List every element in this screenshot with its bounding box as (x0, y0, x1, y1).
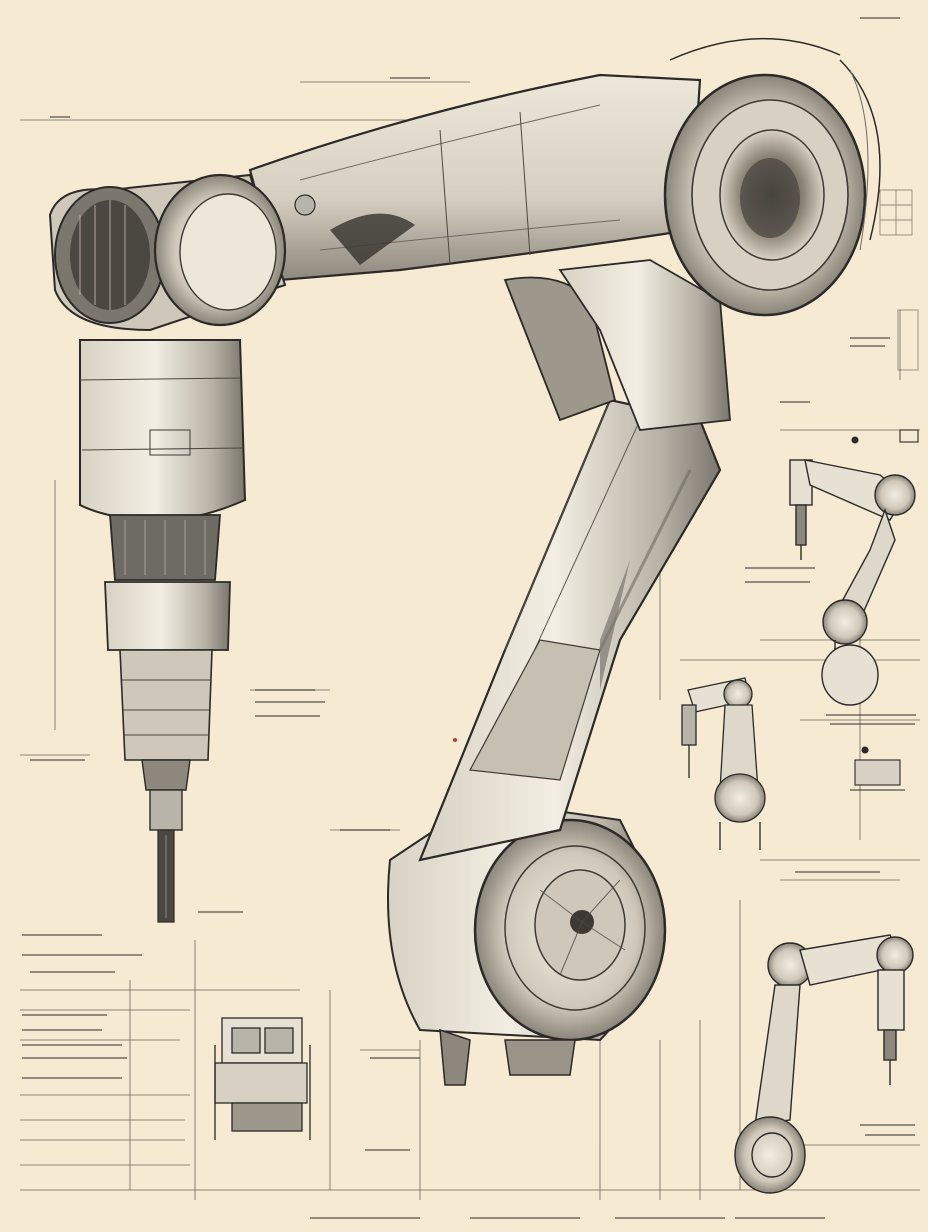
upper-arm (248, 73, 702, 282)
wrist-housing (79, 339, 247, 651)
red-accent-mark (453, 738, 457, 742)
detail-mark-right (850, 429, 919, 791)
mini-arm-middle-right (681, 677, 766, 850)
component-block-lower-left (214, 1017, 311, 1140)
grid-detail-upper-right (879, 189, 919, 371)
end-effector-tool (119, 649, 213, 923)
wrist-joint (48, 173, 287, 332)
mini-arm-lower-right (734, 934, 914, 1194)
mini-arm-upper-right (789, 459, 916, 706)
base-joint (387, 798, 667, 1086)
lower-arm (418, 398, 722, 862)
elbow-bracket (503, 259, 731, 431)
annotation-marks (22, 17, 916, 1219)
shoulder-joint (663, 38, 881, 317)
